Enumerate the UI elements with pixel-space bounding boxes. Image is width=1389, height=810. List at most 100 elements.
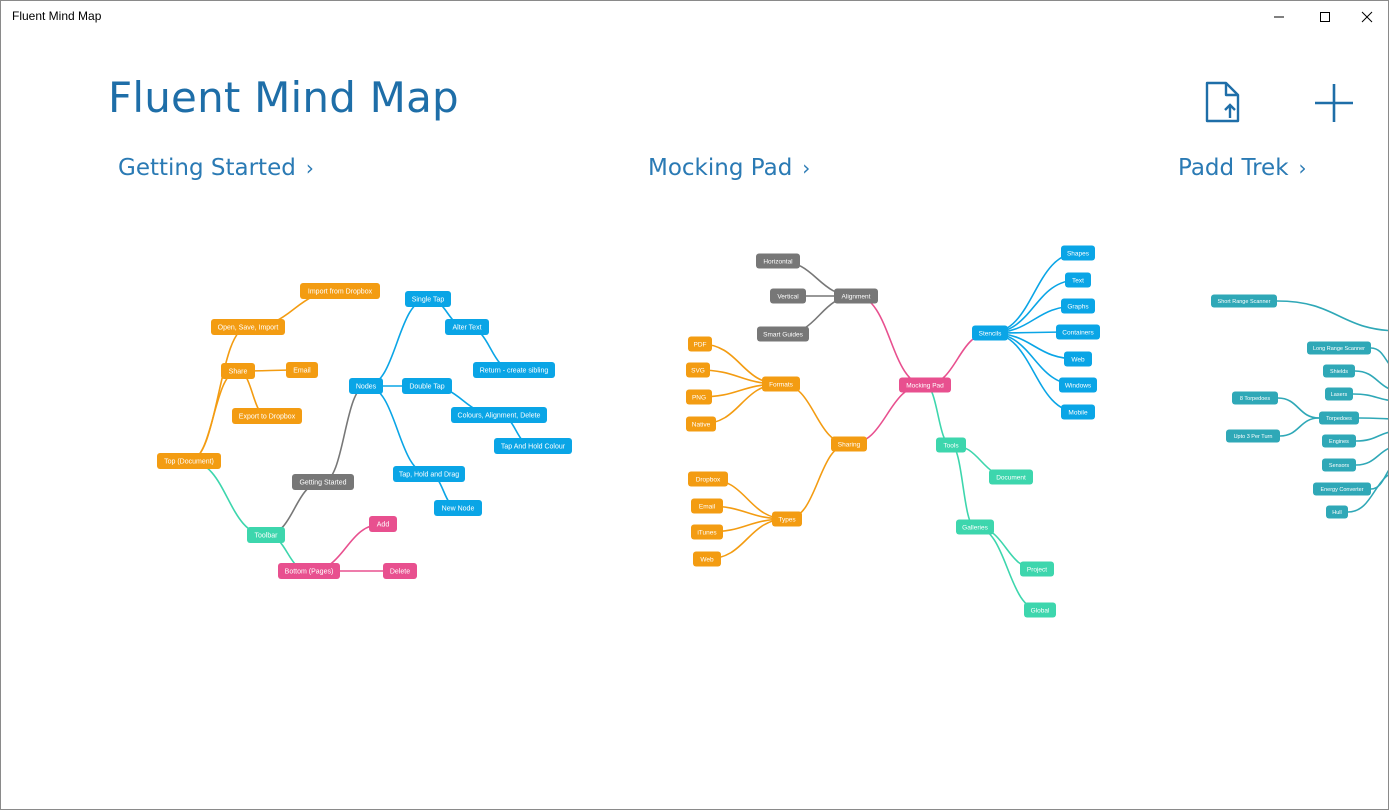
map-link [924,384,952,446]
map-node-box [972,325,1008,341]
map-node-getting-started[interactable]: Getting Started [292,474,354,490]
map-node-torpedoes[interactable]: Torpedoes [1319,411,1359,425]
map-node-upto-3-per-turn[interactable]: Upto 3 Per Turn [1226,429,1280,443]
title-bar[interactable]: Fluent Mind Map [1,1,1388,32]
map-node-nodes[interactable]: Nodes [349,378,383,394]
map-link [697,369,782,385]
map-node-web[interactable]: Web [1064,351,1092,367]
map-node-stencils[interactable]: Stencils [972,325,1008,341]
file-upload-icon [1205,81,1240,123]
map-node-export-to-dropbox[interactable]: Export to Dropbox [232,408,302,424]
map-node-vertical[interactable]: Vertical [770,288,806,304]
map-node-galleries[interactable]: Galleries [956,519,994,535]
map-node-box [405,291,451,307]
map-node-long-range-scanner[interactable]: Long Range Scanner [1307,341,1371,355]
map-node-label: Double Tap [409,384,444,391]
map-node-box [757,326,809,342]
map-link [989,332,1079,386]
map-node-box [936,437,966,453]
map-node-import-from-dropbox[interactable]: Import from Dropbox [300,283,380,299]
map-node-alignment[interactable]: Alignment [834,288,878,304]
map-node-dropbox[interactable]: Dropbox [688,471,728,487]
map-node-horizontal[interactable]: Horizontal [756,253,800,269]
open-file-button[interactable] [1204,81,1242,123]
map-node-return-create-sibling[interactable]: Return - create sibling [473,362,555,378]
map-node-mobile[interactable]: Mobile [1061,404,1095,420]
map-node-hull[interactable]: Hull [1326,505,1348,519]
map-link [706,518,788,560]
section-label: Mocking Pad [648,155,793,181]
map-node-box [292,474,354,490]
map-node-project[interactable]: Project [1020,561,1054,577]
section-padd-trek[interactable]: Padd Trek › [1178,155,1307,181]
map-node-web[interactable]: Web [693,551,721,567]
map-node-8-torpedoes[interactable]: 8 Torpedoes [1232,391,1278,405]
map-node-energy-converter[interactable]: Energy Converter [1313,482,1371,496]
map-node-svg[interactable]: SVG [686,362,710,378]
map-node-containers[interactable]: Containers [1056,324,1100,340]
map-node-label: iTunes [697,529,717,536]
map-node-box [1313,482,1371,496]
map-node-email[interactable]: Email [286,362,318,378]
map-node-new-node[interactable]: New Node [434,500,482,516]
map-node-add[interactable]: Add [369,516,397,532]
map-node-colours-alignment-delete[interactable]: Colours, Alignment, Delete [451,407,547,423]
map-node-windows[interactable]: Windows [1059,377,1097,393]
new-map-button[interactable] [1314,83,1354,123]
map-node-short-range-scanner[interactable]: Short Range Scanner [1211,294,1277,308]
map-node-sensors[interactable]: Sensors [1322,458,1356,472]
map-node-label: Horizontal [763,258,793,265]
map-node-formats[interactable]: Formats [762,376,800,392]
section-getting-started[interactable]: Getting Started › [118,155,314,181]
map-node-png[interactable]: PNG [686,389,712,405]
plus-icon [1315,84,1353,122]
map-node-double-tap[interactable]: Double Tap [402,378,452,394]
section-label: Getting Started [118,155,296,181]
map-link [188,326,249,462]
map-node-box [693,551,721,567]
close-button[interactable] [1344,1,1388,32]
map-node-global[interactable]: Global [1024,602,1056,618]
map-node-itunes[interactable]: iTunes [691,524,723,540]
map-node-delete[interactable]: Delete [383,563,417,579]
map-node-box [300,283,380,299]
map-node-share[interactable]: Share [221,363,255,379]
map-link [989,305,1079,334]
map-node-single-tap[interactable]: Single Tap [405,291,451,307]
map-node-alter-text[interactable]: Alter Text [445,319,489,335]
map-node-shields[interactable]: Shields [1323,364,1355,378]
map-node-label: Types [778,516,796,523]
map-node-open-save-import[interactable]: Open, Save, Import [211,319,285,335]
maximize-button[interactable] [1302,1,1348,32]
map-node-mocking-pad[interactable]: Mocking Pad [899,377,951,393]
map-node-tools[interactable]: Tools [936,437,966,453]
map-node-shapes[interactable]: Shapes [1061,245,1095,261]
section-mocking-pad[interactable]: Mocking Pad › [648,155,810,181]
map-node-lasers[interactable]: Lasers [1325,387,1353,401]
map-node-smart-guides[interactable]: Smart Guides [757,326,809,342]
map-node-native[interactable]: Native [686,416,716,432]
map-node-graphs[interactable]: Graphs [1061,298,1095,314]
map-node-tap-hold-and-drag[interactable]: Tap, Hold and Drag [393,466,465,482]
map-node-types[interactable]: Types [772,511,802,527]
map-node-box [221,363,255,379]
map-node-top-document[interactable]: Top (Document) [157,453,221,469]
map-node-box [686,416,716,432]
map-node-box [1061,245,1095,261]
map-link [1279,417,1320,437]
map-node-email[interactable]: Email [691,498,723,514]
map-node-label: Getting Started [299,480,346,487]
map-node-pdf[interactable]: PDF [688,336,712,352]
map-node-text[interactable]: Text [1065,272,1091,288]
map-node-sharing[interactable]: Sharing [831,436,867,452]
map-node-bottom-pages[interactable]: Bottom (Pages) [278,563,340,579]
map-node-toolbar[interactable]: Toolbar [247,527,285,543]
minimize-button[interactable] [1256,1,1302,32]
map-node-tap-and-hold-colour[interactable]: Tap And Hold Colour [494,438,572,454]
map-link [1354,370,1388,390]
map-link [780,383,850,445]
map-node-engines[interactable]: Engines [1322,434,1356,448]
map-node-label: Tap And Hold Colour [501,444,566,451]
map-node-document[interactable]: Document [989,469,1033,485]
